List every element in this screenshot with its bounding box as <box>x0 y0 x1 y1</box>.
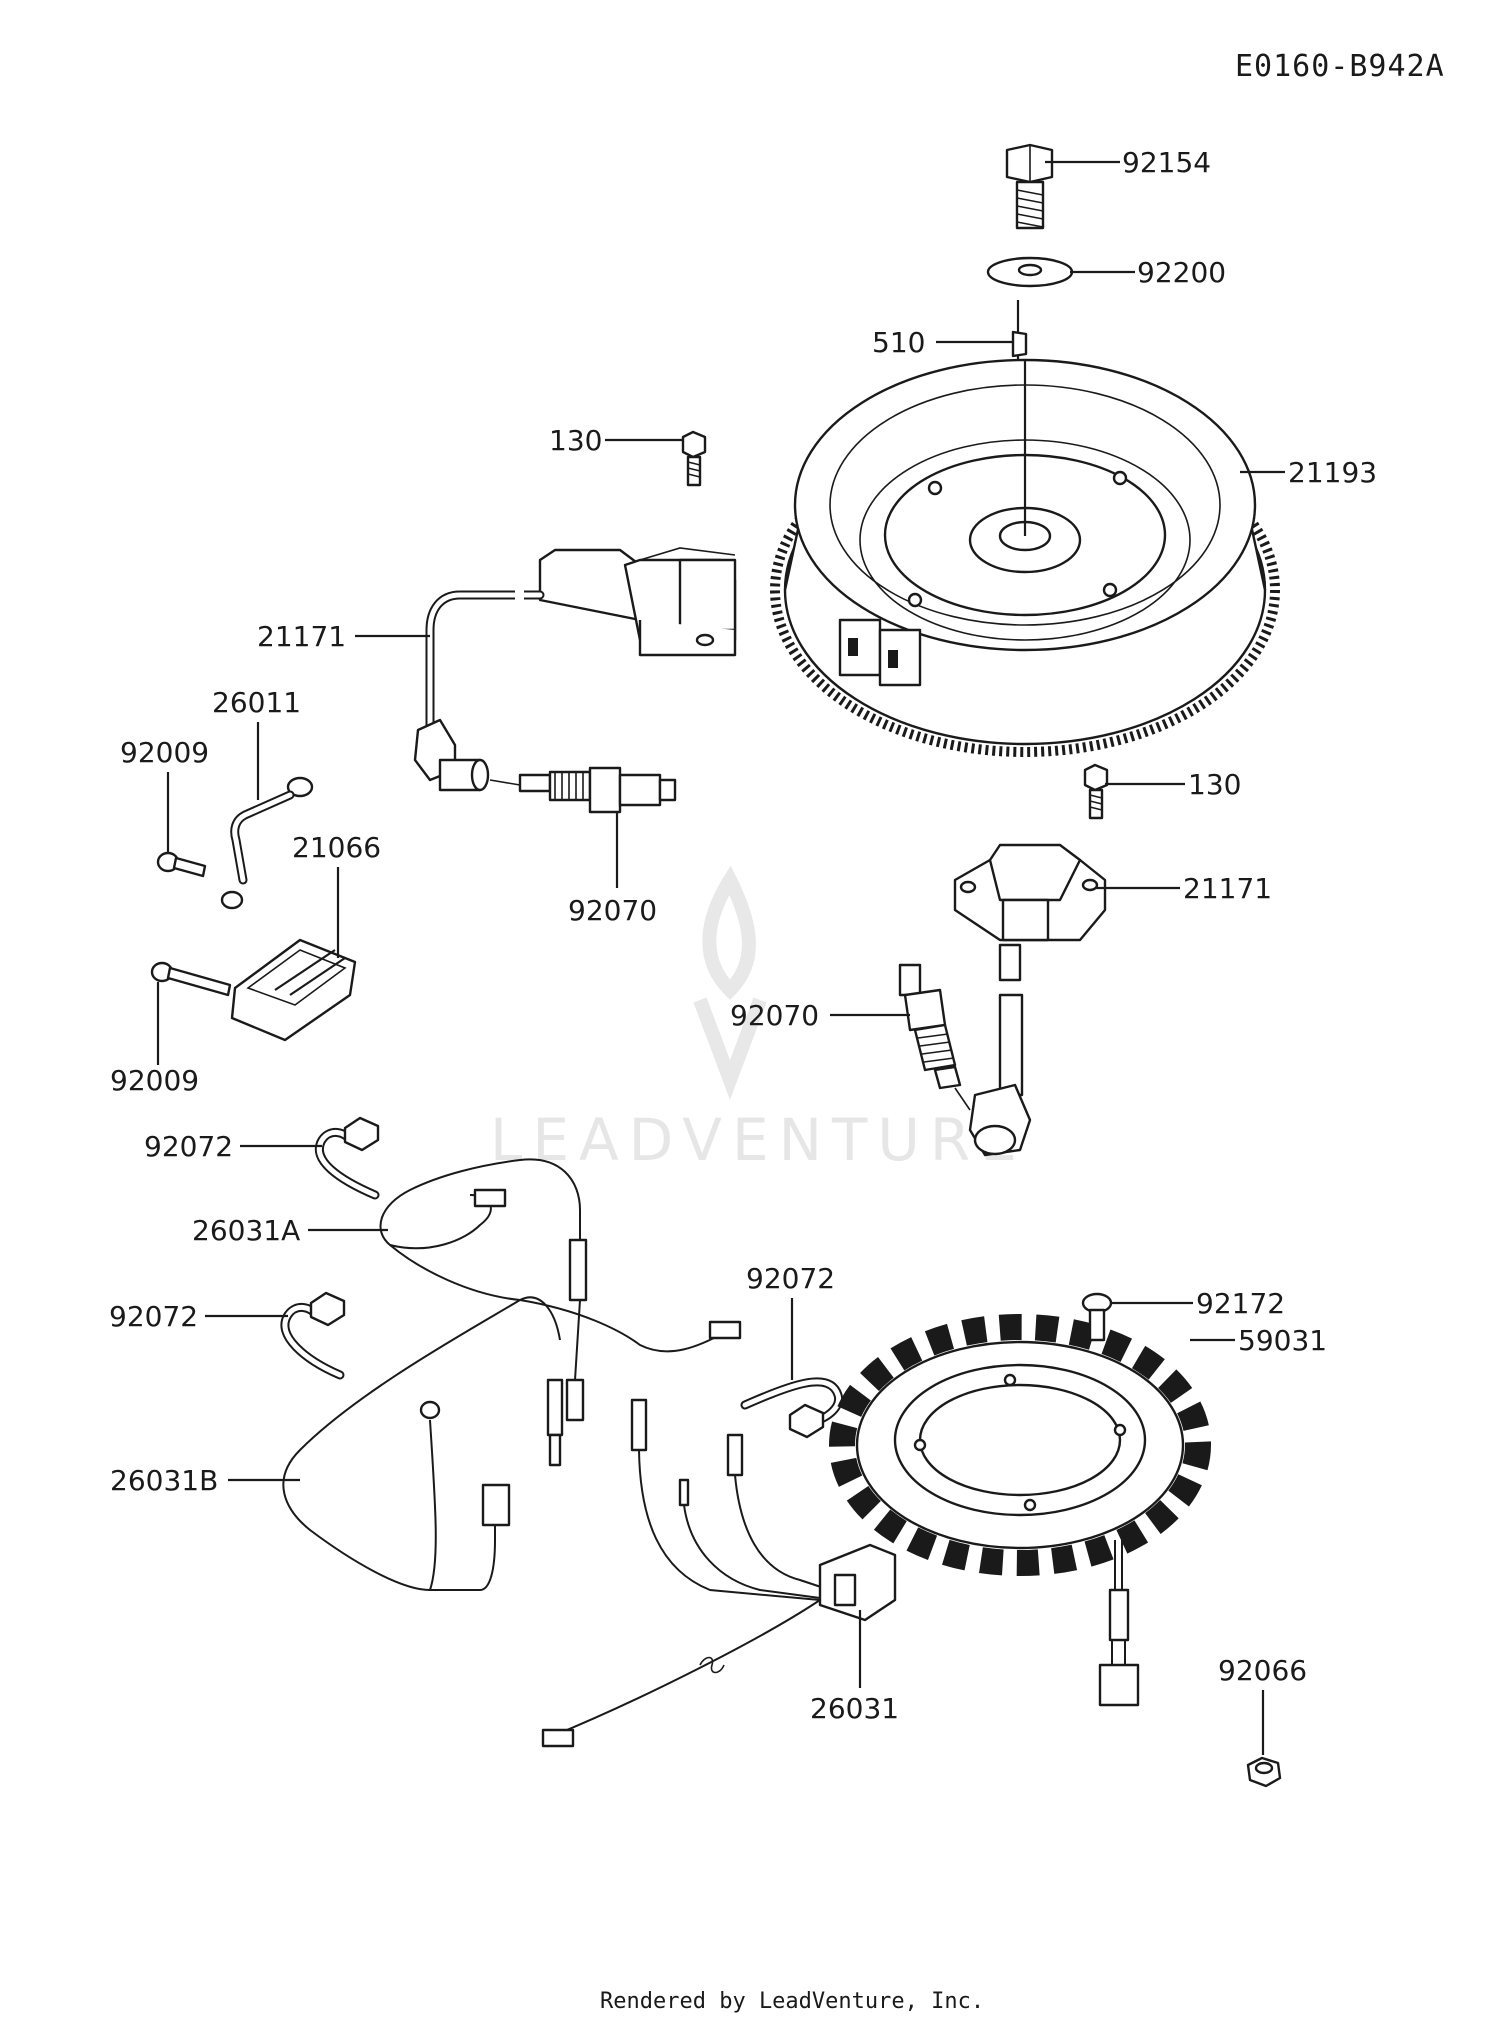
callout-21171-left[interactable]: 21171 <box>257 620 430 653</box>
harness-26031-part[interactable] <box>541 1398 897 1748</box>
ignition-coil-bolt-top-part[interactable] <box>681 430 707 487</box>
callout-92009-bottom[interactable]: 92009 <box>110 982 199 1097</box>
callout-92172[interactable]: 92172 <box>1110 1287 1285 1320</box>
stator-part[interactable] <box>829 1314 1211 1576</box>
svg-text:92072: 92072 <box>144 1130 233 1163</box>
ht-lead-left <box>425 588 545 730</box>
svg-text:26031A: 26031A <box>192 1214 300 1247</box>
svg-text:26031B: 26031B <box>110 1464 218 1497</box>
callout-92070-left[interactable]: 92070 <box>568 812 657 927</box>
svg-text:92070: 92070 <box>730 999 819 1032</box>
svg-text:21171: 21171 <box>257 620 346 653</box>
stator-lead <box>1098 1540 1140 1707</box>
spark-plug-left-part[interactable] <box>489 766 677 814</box>
svg-text:92154: 92154 <box>1122 146 1211 179</box>
ignition-coil-right-part[interactable] <box>953 843 1107 942</box>
wire-band-b-part[interactable] <box>280 1291 346 1380</box>
svg-text:92072: 92072 <box>746 1262 835 1295</box>
callout-92072-a[interactable]: 92072 <box>144 1130 322 1163</box>
callout-26011[interactable]: 26011 <box>212 686 301 800</box>
svg-text:510: 510 <box>872 326 925 359</box>
watermark-flame-logo <box>693 865 767 1100</box>
spark-plug-right-part[interactable] <box>898 963 971 1111</box>
spark-plug-cap-left <box>413 718 490 792</box>
callout-92072-b[interactable]: 92072 <box>109 1300 288 1333</box>
svg-text:26031: 26031 <box>810 1692 899 1725</box>
flywheel-washer-part[interactable] <box>986 256 1074 288</box>
callout-92066[interactable]: 92066 <box>1218 1654 1307 1755</box>
harness-26031B-part[interactable] <box>282 1296 585 1591</box>
wire-band-c-part[interactable] <box>740 1377 844 1439</box>
svg-text:21171: 21171 <box>1183 872 1272 905</box>
callout-92072-c[interactable]: 92072 <box>746 1262 835 1380</box>
svg-text:92070: 92070 <box>568 894 657 927</box>
harness-26031A-part[interactable] <box>379 1158 742 1353</box>
callout-21066[interactable]: 21066 <box>292 831 381 958</box>
svg-text:21066: 21066 <box>292 831 381 864</box>
callout-510[interactable]: 510 <box>872 326 1012 359</box>
svg-text:92072: 92072 <box>109 1300 198 1333</box>
nut-part[interactable] <box>1246 1756 1282 1788</box>
callout-26031B[interactable]: 26031B <box>110 1464 300 1497</box>
wire-band-a-part[interactable] <box>315 1116 380 1200</box>
callout-130-right[interactable]: 130 <box>1105 768 1241 801</box>
callout-21193[interactable]: 21193 <box>1240 456 1377 489</box>
callout-92154[interactable]: 92154 <box>1045 146 1211 179</box>
ground-wire-part[interactable] <box>220 776 314 910</box>
screw-top-part[interactable] <box>156 851 207 878</box>
svg-text:26011: 26011 <box>212 686 301 719</box>
callout-21171-right[interactable]: 21171 <box>1095 872 1272 905</box>
watermark: LEADVENTURE <box>490 865 1027 1174</box>
svg-text:92066: 92066 <box>1218 1654 1307 1687</box>
callout-26031[interactable]: 26031 <box>810 1610 899 1725</box>
screw-bottom-part[interactable] <box>150 961 232 997</box>
ht-lead-right <box>998 943 1024 1097</box>
callout-130-top[interactable]: 130 <box>549 424 683 457</box>
flywheel-bolt-part[interactable] <box>1005 143 1054 230</box>
svg-text:92009: 92009 <box>120 736 209 769</box>
spark-plug-cap-right <box>968 1083 1032 1157</box>
svg-text:92200: 92200 <box>1137 256 1226 289</box>
ignition-coil-left-part[interactable] <box>538 547 737 657</box>
drawing-code: E0160-B942A <box>1235 49 1445 84</box>
svg-text:59031: 59031 <box>1238 1324 1327 1357</box>
regulator-part[interactable] <box>230 938 357 1042</box>
footer-credit: Rendered by LeadVenture, Inc. <box>600 1989 984 2014</box>
callout-92200[interactable]: 92200 <box>1070 256 1226 289</box>
ignition-coil-bolt-right-part[interactable] <box>1083 763 1109 820</box>
callout-92070-right[interactable]: 92070 <box>730 999 910 1032</box>
flywheel-key-part[interactable] <box>1011 330 1028 358</box>
callout-59031[interactable]: 59031 <box>1190 1324 1327 1357</box>
watermark-text: LEADVENTURE <box>490 1106 1027 1174</box>
stator-screw-part[interactable] <box>1081 1292 1113 1342</box>
svg-text:130: 130 <box>549 424 602 457</box>
svg-text:21193: 21193 <box>1288 456 1377 489</box>
svg-text:92172: 92172 <box>1196 1287 1285 1320</box>
svg-text:92009: 92009 <box>110 1064 199 1097</box>
callout-92009-top[interactable]: 92009 <box>120 736 209 852</box>
callout-26031A[interactable]: 26031A <box>192 1214 388 1247</box>
svg-text:130: 130 <box>1188 768 1241 801</box>
